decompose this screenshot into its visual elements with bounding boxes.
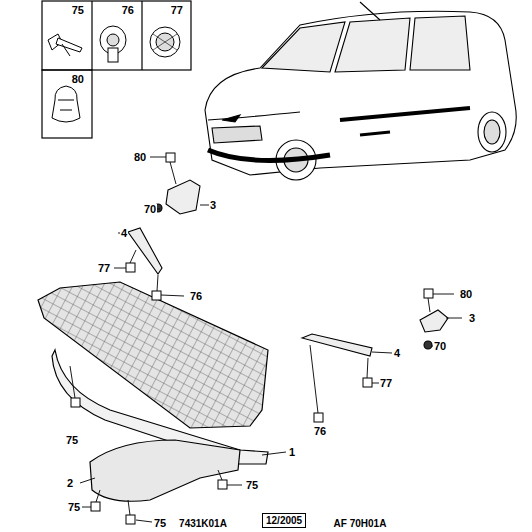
leader-lines <box>70 157 462 522</box>
date-box: 12/2005 <box>262 513 306 528</box>
callout-number: 77 <box>97 263 111 274</box>
callout-number: 80 <box>42 74 84 85</box>
legend-table <box>42 1 191 138</box>
car-illustration <box>205 2 516 180</box>
drawing-code: AF 70H01A <box>333 519 388 529</box>
legend-cell: 75 <box>42 1 92 70</box>
legend-cell: 77 <box>142 1 191 70</box>
callout-number: 75 <box>67 502 81 513</box>
callout-number: 76 <box>92 5 134 16</box>
callout-number: 75 <box>245 480 259 491</box>
legend-cell: 76 <box>92 1 142 70</box>
callout-number: 70 <box>143 204 157 215</box>
brackets <box>128 180 448 356</box>
callout-number: 75 <box>42 5 84 16</box>
callout-number: 75 <box>65 435 79 446</box>
callout-number: 3 <box>209 200 217 211</box>
undertray <box>90 440 240 501</box>
callout-number: 2 <box>66 478 74 489</box>
fastener-icons <box>48 26 180 122</box>
callout-number: 80 <box>133 152 147 163</box>
date-code: 12/2005 <box>266 516 302 526</box>
callout-number: 80 <box>459 289 473 300</box>
callout-number: 76 <box>189 291 203 302</box>
callout-number: 77 <box>379 378 393 389</box>
callout-number: 3 <box>468 313 476 324</box>
legend-cell: 80 <box>42 70 92 138</box>
callout-number: 70 <box>433 341 447 352</box>
callout-number: 4 <box>120 228 128 239</box>
reference-squares <box>71 153 433 524</box>
callout-number: 75 <box>153 518 167 529</box>
callout-number: 4 <box>393 348 401 359</box>
absorber <box>38 282 268 428</box>
callout-number: 76 <box>313 426 327 437</box>
drawing-code: 7431K01A <box>178 519 228 529</box>
callout-number: 77 <box>142 5 183 16</box>
callout-number: 1 <box>288 447 296 458</box>
